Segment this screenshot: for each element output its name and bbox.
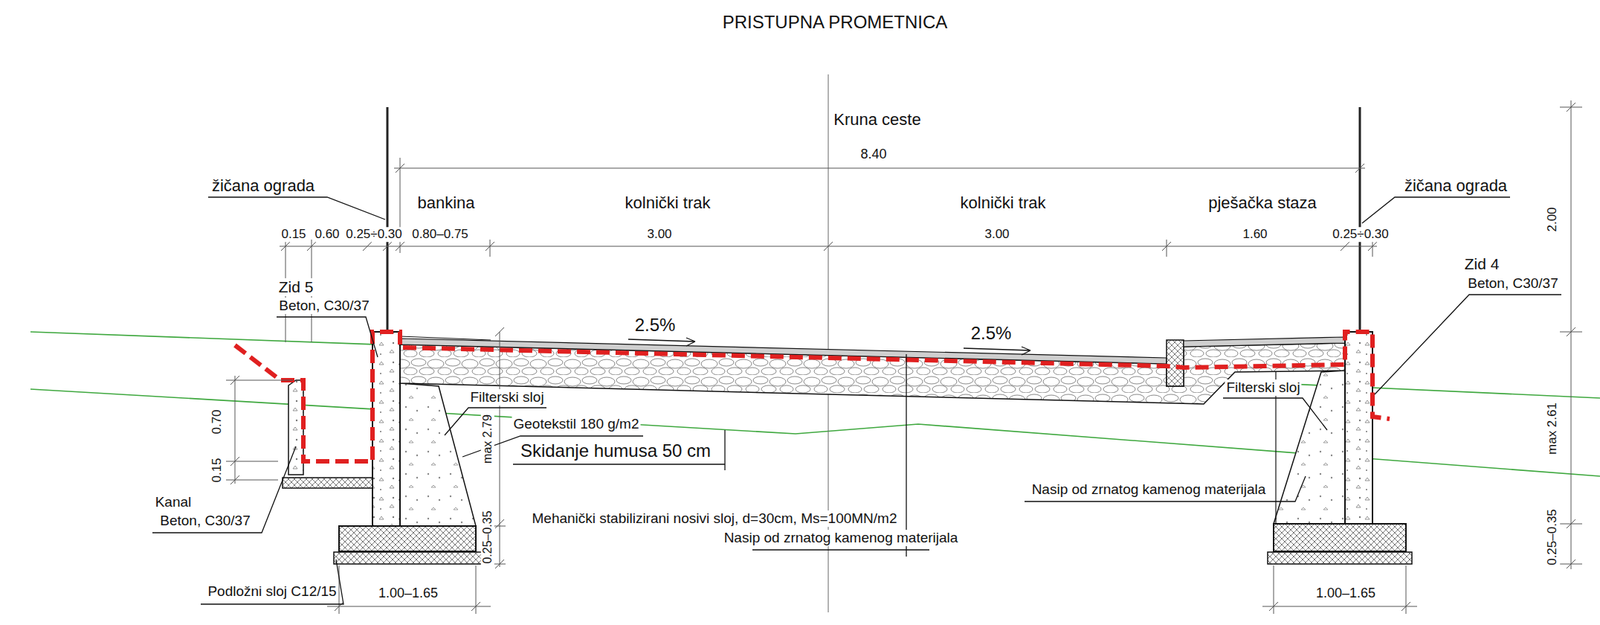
layer-label: Geotekstil 180 g/m2 xyxy=(512,415,641,432)
section-label: kolnički trak xyxy=(623,193,713,212)
dimension: 0.15 xyxy=(279,226,308,242)
note: Skidanje humusa 50 cm xyxy=(518,440,713,461)
dimension: 0.25÷0.30 xyxy=(344,226,404,242)
dimension: max 2.79 xyxy=(481,412,495,465)
dimension: 0.25÷0.30 xyxy=(1330,226,1391,242)
dimension: 0.60 xyxy=(313,226,341,242)
drawing-title: PRISTUPNA PROMETNICA xyxy=(721,11,950,33)
layer-label: Filterski sloj xyxy=(468,388,545,406)
section-label: bankina xyxy=(415,193,476,212)
layer-label: Nasip od zrnatog kamenog materijala xyxy=(1030,481,1268,498)
part-label: Zid 5 xyxy=(277,278,316,296)
section-label: kolnički trak xyxy=(959,193,1048,212)
material-label: Beton, C30/37 xyxy=(1466,275,1560,292)
part-label: žičana ograda xyxy=(1402,176,1509,195)
dimension: 1.60 xyxy=(1240,226,1269,242)
part-label: Zid 4 xyxy=(1463,255,1502,273)
dimension: 3.00 xyxy=(982,226,1011,242)
section-label: pješačka staza xyxy=(1206,193,1319,212)
layer-label: Filterski sloj xyxy=(1224,379,1302,396)
layer-label: Mehanički stabilizirani nosivi sloj, d=3… xyxy=(530,510,899,527)
dimension: 0.25–0.35 xyxy=(481,508,495,565)
dimension: 0.80–0.75 xyxy=(410,226,470,242)
section-label: Kruna ceste xyxy=(831,110,922,129)
part-label: Kanal xyxy=(153,493,194,511)
material-label: Beton, C30/37 xyxy=(277,297,371,314)
dimension: 0.15 xyxy=(209,455,225,484)
dimension: max 2.61 xyxy=(1544,400,1560,456)
dimension: 3.00 xyxy=(645,226,673,242)
dimension: 1.00–1.65 xyxy=(1314,585,1377,601)
material-label: Beton, C30/37 xyxy=(158,512,252,529)
dimension: 2.00 xyxy=(1544,205,1560,233)
dimension: 0.70 xyxy=(209,407,225,435)
dimension: 1.00–1.65 xyxy=(376,585,440,601)
part-label: žičana ograda xyxy=(210,176,316,195)
layer-label: Podložni sloj C12/15 xyxy=(205,582,338,600)
dimension: 0.25–0.35 xyxy=(1544,507,1560,567)
layer-label: Nasip od zrnatog kamenog materijala xyxy=(722,529,960,546)
dimension: 8.40 xyxy=(858,146,888,163)
slope-label: 2.5% xyxy=(633,314,678,336)
slope-label: 2.5% xyxy=(969,322,1014,344)
